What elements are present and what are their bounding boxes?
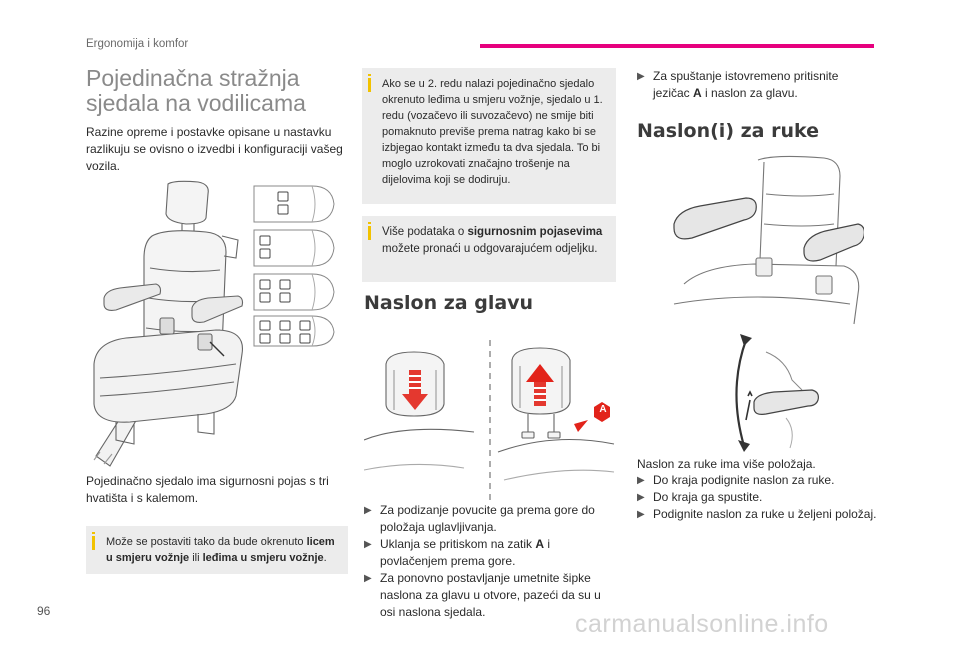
list-item: ▶ Do kraja ga spustite. [637, 489, 907, 506]
label-a: A [535, 537, 545, 551]
headrest-step-remove-end: i povlačenjem prema gore. [380, 537, 551, 568]
arrow-bullet-icon: ▶ [637, 71, 645, 82]
arrow-bullet-icon: ▶ [364, 505, 372, 516]
headrest-step-remove: Uklanja se pritiskom na zatik [380, 537, 536, 551]
armrest-steps: ▶ Do kraja podignite naslon za ruke. ▶ D… [637, 472, 907, 523]
page-title-line2: sjedala na vodilicama [86, 90, 306, 116]
seat-contact-note-text: Ako se u 2. redu nalazi pojedinačno sjed… [382, 78, 603, 186]
armrest-step-position: Podignite naslon za ruke u željeni polož… [653, 507, 877, 521]
armrest-step-raise: Do kraja podignite naslon za ruke. [653, 473, 835, 487]
armrest-illustration [673, 155, 864, 325]
page-number: 96 [37, 604, 51, 618]
arrow-bullet-icon: ▶ [364, 539, 372, 550]
info-icon-bar [92, 536, 95, 550]
seat-configuration-diagrams [253, 185, 335, 347]
armrest-intro: Naslon za ruke ima više položaja. [637, 457, 816, 471]
seat-illustration [93, 180, 244, 467]
arrow-bullet-icon: ▶ [637, 509, 645, 520]
section-header-bar [480, 44, 874, 48]
headrest-label-a: A [599, 404, 607, 415]
headrest-step-refit: Za ponovno postavljanje umetnite šipke n… [380, 571, 601, 619]
note-text: ili [189, 552, 203, 564]
page-title: Pojedinačna stražnja sjedala na vodilica… [86, 66, 346, 116]
info-icon [368, 74, 371, 76]
note-text: . [323, 552, 327, 564]
label-a: A [693, 86, 702, 100]
page-title-line1: Pojedinačna stražnja [86, 65, 300, 91]
headrest-steps: ▶ Za podizanje povucite ga prema gore do… [364, 502, 616, 621]
headrest-step-raise: Za podizanje povucite ga prema gore do p… [380, 503, 595, 534]
arrow-bullet-icon: ▶ [364, 573, 372, 584]
list-item: ▶ Uklanja se pritiskom na zatik A i povl… [364, 536, 616, 570]
headrest-step-lower-end: i naslon za glavu. [701, 86, 798, 100]
note-text: Može se postaviti tako da bude okrenuto [106, 536, 307, 548]
seat-contact-note: Ako se u 2. redu nalazi pojedinačno sjed… [362, 68, 616, 204]
watermark: carmanualsonline.info [575, 610, 829, 638]
orientation-note: Može se postaviti tako da bude okrenuto … [86, 526, 348, 574]
seatbelt-note: Više podataka o sigurnosnim pojasevima m… [362, 216, 616, 282]
orientation-note-text: Može se postaviti tako da bude okrenuto … [106, 534, 342, 566]
list-item: ▶ Do kraja podignite naslon za ruke. [637, 472, 907, 489]
note-text: možete pronaći u odgovarajućem odjeljku. [382, 243, 598, 255]
list-item: ▶ Za podizanje povucite ga prema gore do… [364, 502, 616, 536]
intro-paragraph: Razine opreme i postavke opisane u nasta… [86, 125, 343, 173]
headrest-illustration [364, 340, 615, 500]
headrest-heading: Naslon za glavu [364, 292, 534, 314]
note-text: Više podataka o [382, 226, 468, 238]
note-bold-seatbelts: sigurnosnim pojasevima [467, 226, 603, 238]
list-item: ▶ Podignite naslon za ruke u željeni pol… [637, 506, 907, 523]
info-icon [92, 532, 95, 534]
info-icon-bar [368, 78, 371, 92]
armrest-step-lower: Do kraja ga spustite. [653, 490, 763, 504]
seat-caption: Pojedinačno sjedalo ima sigurnosni pojas… [86, 474, 329, 505]
list-item: ▶ Za ponovno postavljanje umetnite šipke… [364, 570, 616, 621]
armrest-positions-illustration [735, 334, 819, 452]
note-bold-forward: licem u smjeru vožnje [106, 536, 335, 564]
info-icon-bar [368, 226, 371, 240]
list-item: ▶ Za spuštanje istovremeno pritisnite je… [637, 68, 877, 102]
note-bold-backward: leđima u smjeru vožnje [202, 552, 324, 564]
info-icon [368, 222, 371, 224]
seatbelt-note-text: Više podataka o sigurnosnim pojasevima m… [382, 224, 610, 258]
arrow-bullet-icon: ▶ [637, 475, 645, 486]
section-header: Ergonomija i komfor [86, 38, 189, 50]
armrest-heading: Naslon(i) za ruke [637, 120, 820, 142]
headrest-lower-step: ▶ Za spuštanje istovremeno pritisnite je… [637, 68, 877, 102]
arrow-bullet-icon: ▶ [637, 492, 645, 503]
headrest-step-lower: Za spuštanje istovremeno pritisnite jezi… [653, 69, 839, 100]
